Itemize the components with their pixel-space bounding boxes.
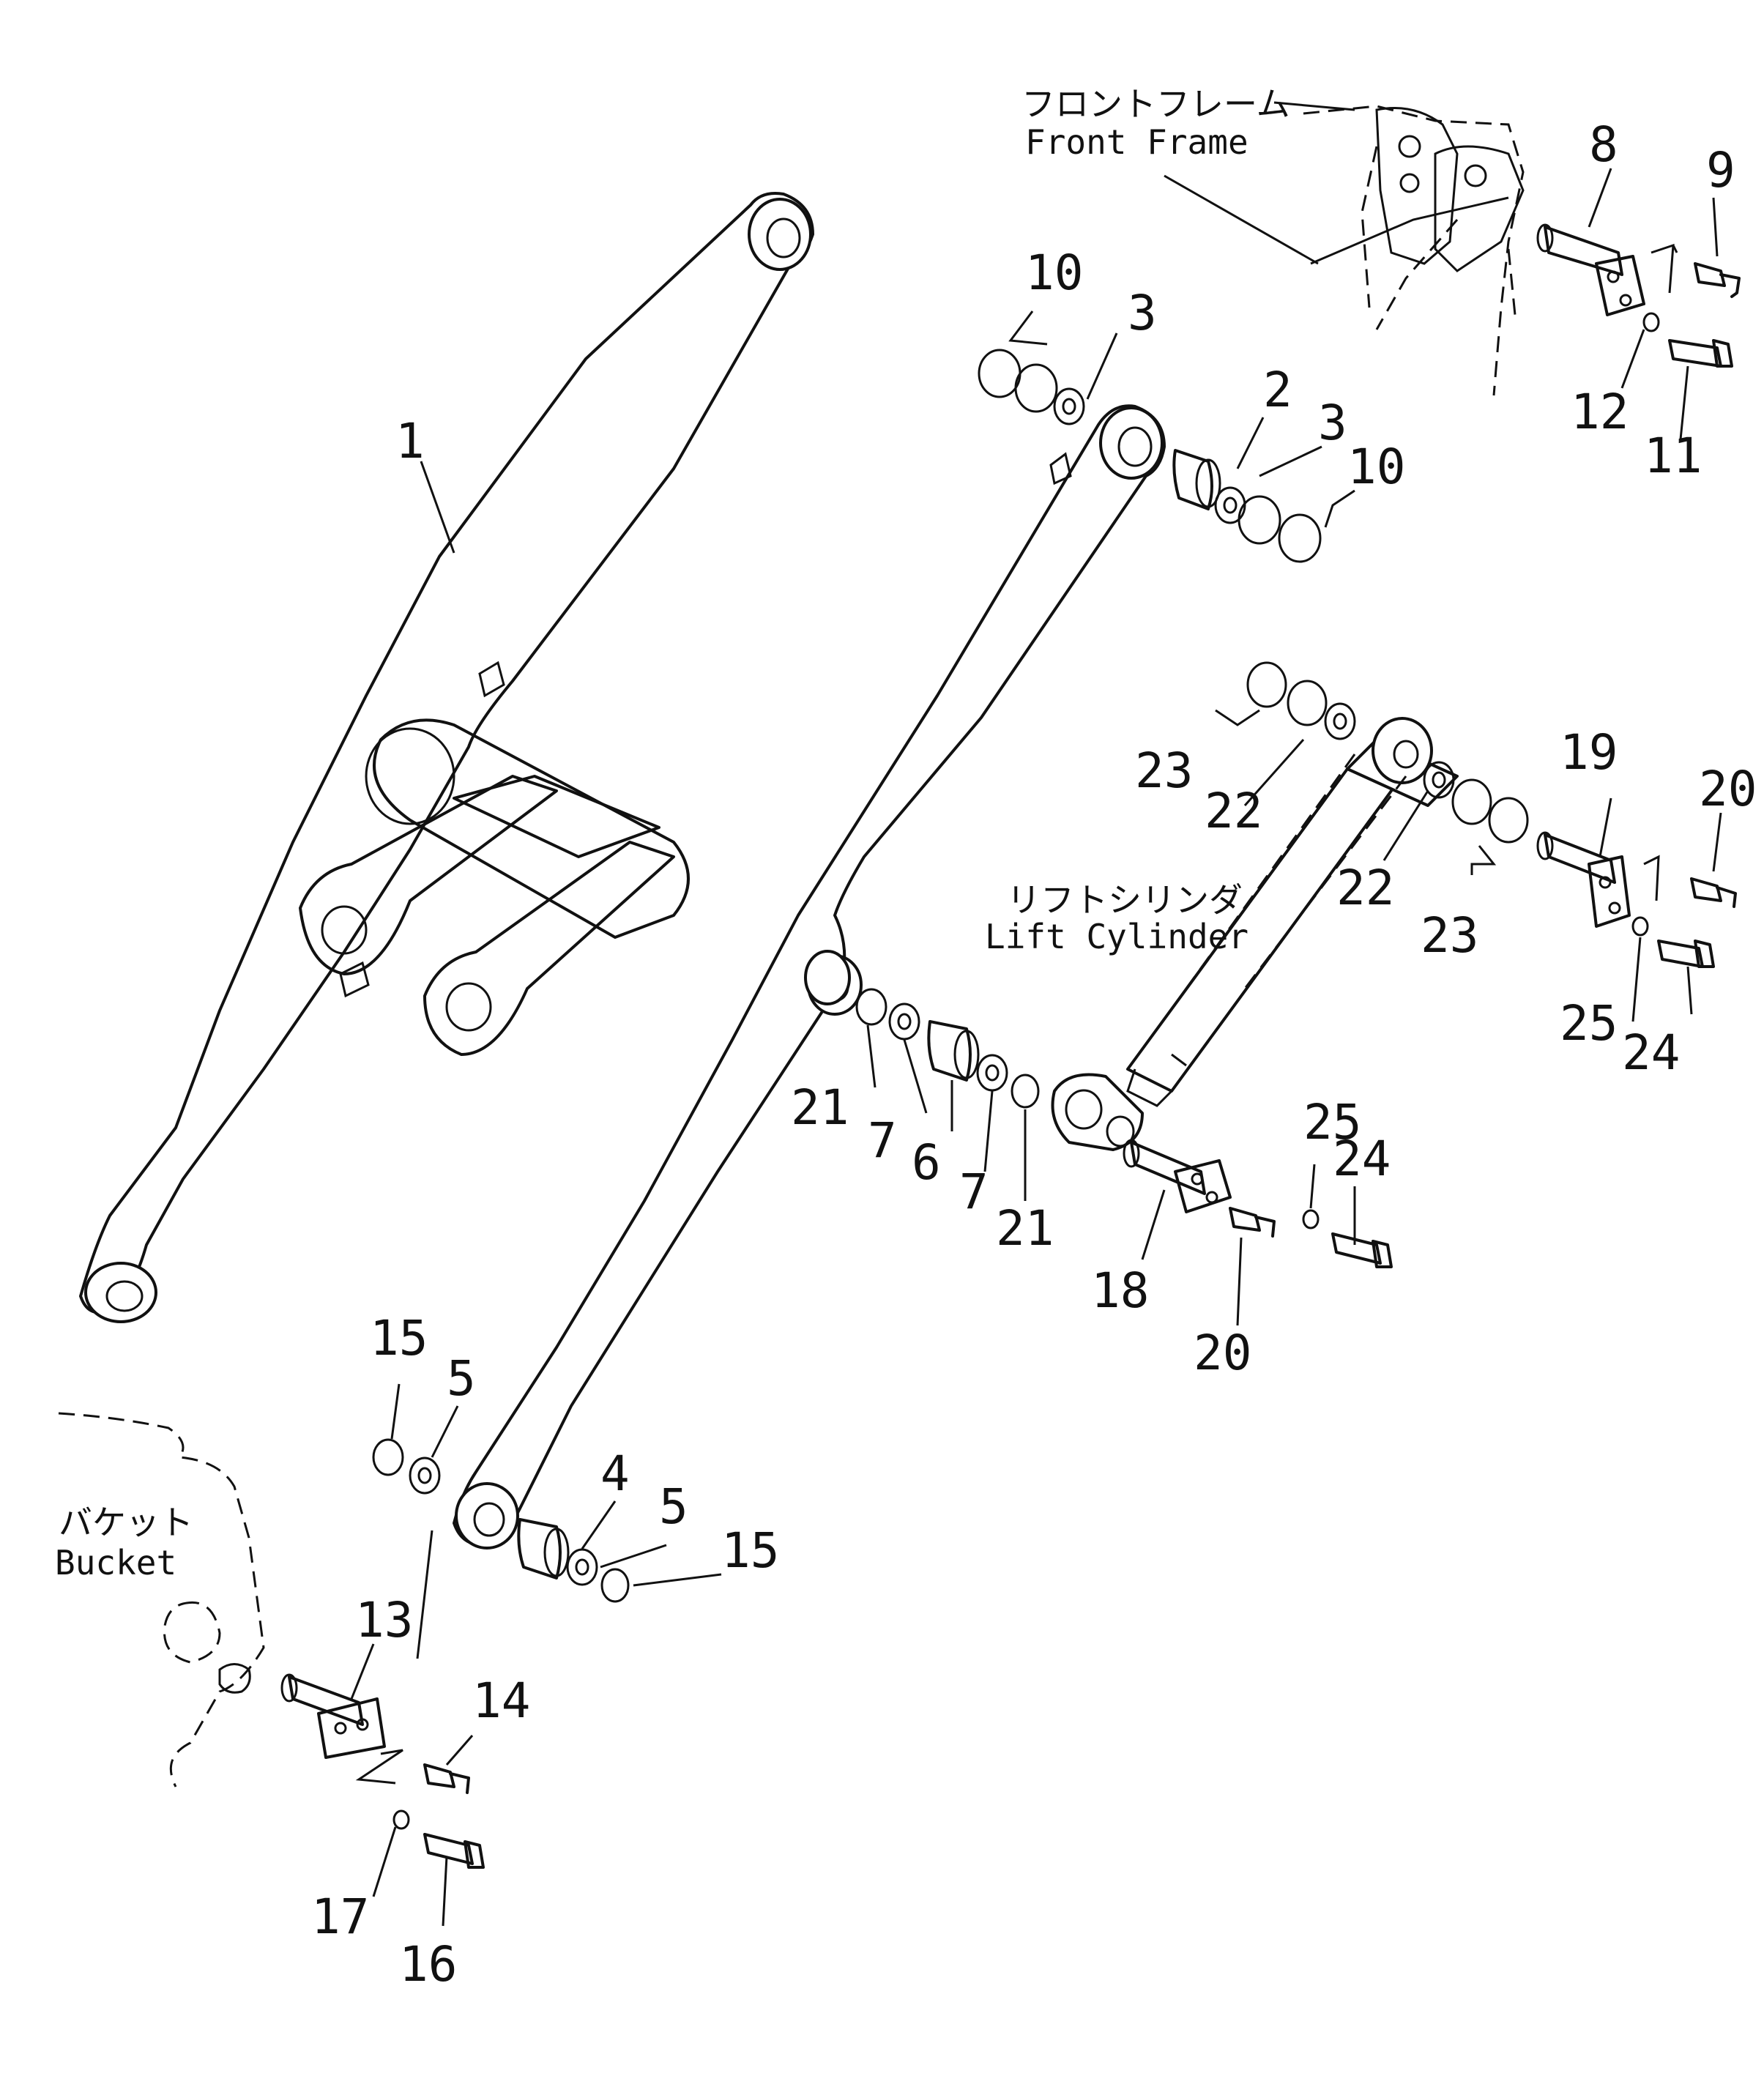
- part-number: 21: [996, 1200, 1054, 1257]
- lower-bore-hardware: [804, 950, 1040, 1109]
- part-number: 14: [472, 1673, 530, 1729]
- part-number: 11: [1644, 428, 1702, 484]
- bucket-pin-hardware: [280, 1438, 630, 1869]
- front-frame: [1303, 105, 1525, 396]
- frame-pin-hardware: [1536, 223, 1741, 368]
- cross-tube: [299, 718, 690, 1056]
- part-number: 21: [791, 1079, 849, 1136]
- part-number: 19: [1560, 724, 1618, 781]
- part-number: 7: [959, 1164, 989, 1220]
- leader-lines: [350, 101, 1722, 1927]
- part-number: 23: [1421, 907, 1478, 964]
- bucket: [58, 1412, 265, 1787]
- lift-cylinder: [1051, 717, 1459, 1151]
- lift-arm-left: [79, 192, 814, 1323]
- part-number: 15: [721, 1522, 779, 1579]
- part-number: 20: [1699, 761, 1757, 817]
- part-number: 15: [370, 1310, 428, 1366]
- part-number: 17: [311, 1889, 369, 1945]
- part-number: 8: [1589, 116, 1618, 173]
- part-number: 3: [1128, 285, 1157, 341]
- lift-cylinder-label-en: Lift Cylinder: [985, 917, 1248, 956]
- part-number: 5: [447, 1350, 476, 1407]
- part-number: 3: [1318, 395, 1347, 451]
- part-number: 10: [1347, 439, 1405, 495]
- part-number: 25: [1560, 995, 1618, 1052]
- part-number: 16: [399, 1936, 457, 1993]
- cylinder-rod-hardware: [1123, 1139, 1393, 1268]
- part-number: 6: [912, 1134, 941, 1191]
- part-number: 25: [1303, 1094, 1361, 1150]
- part-number: 20: [1194, 1325, 1251, 1381]
- front-frame-label-en: Front Frame: [1025, 122, 1248, 162]
- part-number: 22: [1336, 860, 1394, 916]
- bucket-label-jp: バケット: [59, 1503, 193, 1542]
- part-number: 12: [1571, 384, 1629, 440]
- top-pin-hardware: [978, 349, 1322, 563]
- part-number: 13: [355, 1592, 413, 1648]
- part-number: 24: [1333, 1131, 1391, 1187]
- cylinder-head-hardware: [1246, 661, 1737, 968]
- part-number: 2: [1263, 362, 1292, 418]
- part-number: 23: [1135, 743, 1193, 799]
- part-number: 1: [395, 413, 425, 469]
- part-number: 18: [1091, 1262, 1149, 1319]
- front-frame-label-jp: フロントフレーム: [1021, 84, 1290, 124]
- part-number: 7: [868, 1112, 897, 1169]
- part-number: 10: [1025, 245, 1083, 301]
- lift-cylinder-label-jp: リフトシリンダ: [1007, 880, 1243, 920]
- part-number: 5: [659, 1478, 688, 1535]
- part-number: 4: [600, 1446, 630, 1502]
- bucket-label-en: Bucket: [55, 1543, 176, 1582]
- part-number: 22: [1205, 783, 1262, 839]
- part-number: 24: [1622, 1024, 1680, 1081]
- part-number: 9: [1706, 142, 1735, 198]
